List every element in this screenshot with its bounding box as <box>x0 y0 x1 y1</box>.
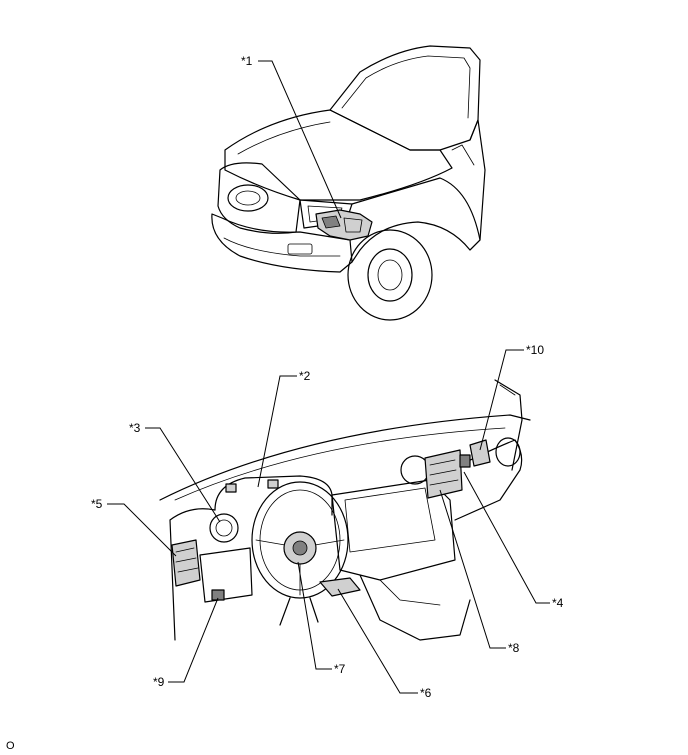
callout-label-4: *4 <box>552 596 564 610</box>
lower-left-component <box>211 589 225 601</box>
dashboard-interior-illustration <box>159 379 531 641</box>
callout-label-3: *3 <box>129 421 141 435</box>
engine-bay-sensor-component <box>315 209 373 241</box>
callout-label-8: *8 <box>508 641 520 655</box>
steering-pad-component <box>283 531 317 565</box>
floor-component <box>319 577 361 597</box>
callout-label-9: *9 <box>153 675 165 689</box>
callout-label-5: *5 <box>91 497 103 511</box>
passenger-side-component <box>424 449 471 499</box>
figure-code: O <box>6 740 15 752</box>
truck-front-illustration <box>211 45 486 321</box>
callout-leaders <box>107 60 550 694</box>
upper-dash-component <box>225 479 279 493</box>
callout-label-6: *6 <box>420 686 432 700</box>
callout-label-7: *7 <box>334 662 346 676</box>
callout-label-2: *2 <box>299 369 311 383</box>
left-dash-component <box>171 539 201 587</box>
callout-labels: *1 *2 *3 *4 *5 *6 *7 *8 *9 *10 <box>91 54 564 700</box>
callout-label-10: *10 <box>526 343 544 357</box>
callout-label-1: *1 <box>241 54 253 68</box>
upper-right-component <box>469 439 491 467</box>
